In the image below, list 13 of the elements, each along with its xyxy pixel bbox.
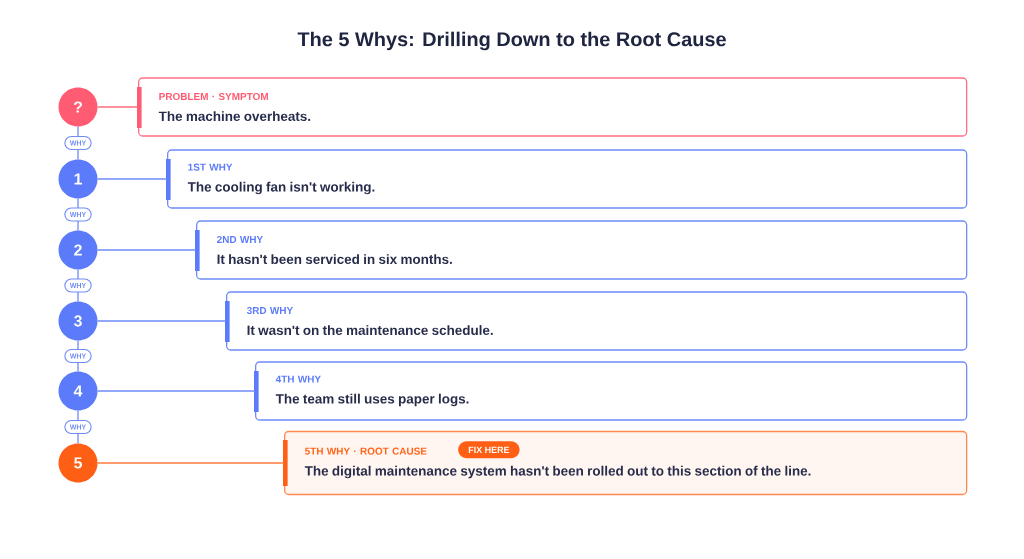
connector-line	[97, 462, 285, 464]
connector-line	[97, 106, 139, 108]
card: 1ST WHY The cooling fan isn't working.	[167, 149, 968, 209]
card: 4TH WHY The team still uses paper logs.	[255, 361, 968, 421]
card: 3RD WHY It wasn't on the maintenance schedule.	[226, 291, 968, 351]
connector-line	[97, 320, 227, 322]
title: The 5 Whys: Drilling Down to the Root Cause	[297, 31, 726, 51]
card: 2ND WHY It hasn't been serviced in six months.	[196, 220, 968, 280]
connector-line	[97, 390, 256, 392]
connector-line	[97, 249, 197, 251]
badge: FIX HERE	[458, 441, 520, 459]
connector-line	[97, 178, 168, 180]
card: PROBLEM · SYMPTOM The machine overheats.	[138, 77, 968, 137]
